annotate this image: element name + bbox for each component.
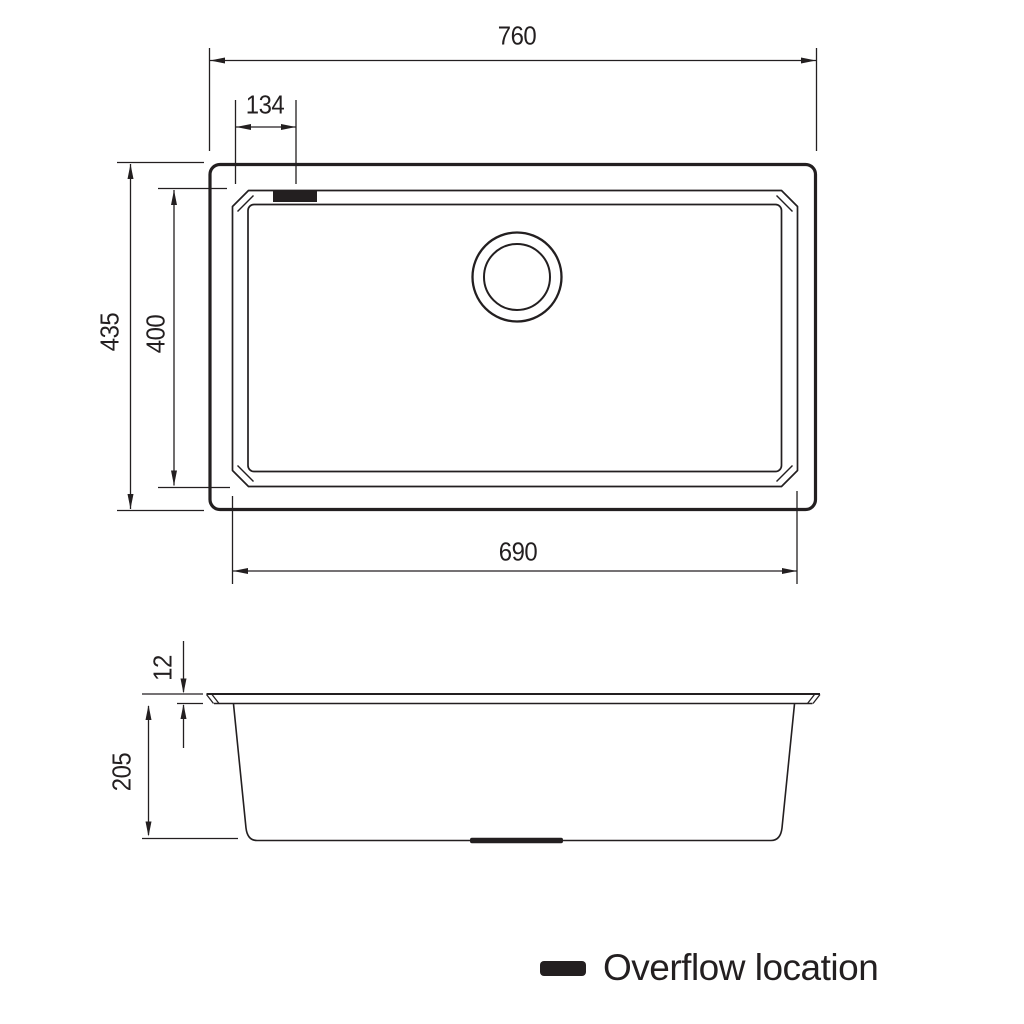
dim-435-label: 435 xyxy=(94,312,125,352)
drain-inner-circle xyxy=(483,243,551,311)
dim-400-label: 400 xyxy=(140,314,171,354)
side-view-dimensions xyxy=(142,641,238,840)
legend-label: Overflow location xyxy=(603,947,879,988)
overflow-swatch-icon xyxy=(540,960,586,976)
overflow-marker xyxy=(273,190,317,202)
bowl-rim-inner xyxy=(247,203,783,473)
dim-400 xyxy=(158,187,230,489)
dim-205-label: 205 xyxy=(106,752,137,792)
rim-left-end xyxy=(205,694,220,704)
dim-690 xyxy=(231,491,798,584)
bowl-corner-bevels xyxy=(237,195,793,482)
dim-205 xyxy=(142,705,238,840)
dim-134 xyxy=(234,100,297,184)
top-view-dimensions xyxy=(117,48,818,584)
drain-outer-circle xyxy=(471,231,563,323)
drain-boss xyxy=(470,837,563,844)
dim-435 xyxy=(117,161,204,512)
bowl-profile xyxy=(232,703,796,842)
dim-760-label: 760 xyxy=(497,20,537,51)
dim-12-label: 12 xyxy=(147,655,178,681)
bowl-rim-outer xyxy=(231,189,799,488)
side-view xyxy=(205,693,821,844)
dim-12 xyxy=(142,641,203,748)
dim-134-label: 134 xyxy=(245,89,285,120)
dim-760 xyxy=(208,48,818,151)
top-view xyxy=(208,162,818,512)
dim-690-label: 690 xyxy=(498,536,538,567)
legend: Overflow location xyxy=(540,946,879,990)
rim-right-end xyxy=(806,694,821,704)
sink-outer-edge xyxy=(208,162,818,512)
